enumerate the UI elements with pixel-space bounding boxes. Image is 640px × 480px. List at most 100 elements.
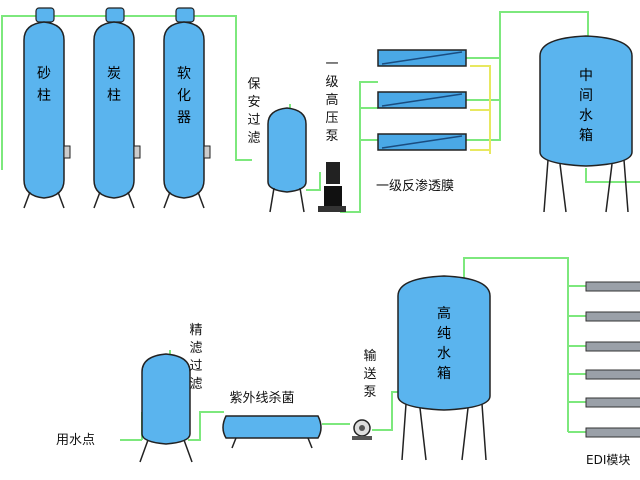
mid-tank-char-1: 中: [579, 68, 593, 84]
fine-filter-body: [141, 353, 191, 445]
ro-membrane-1: [377, 49, 467, 67]
sand-column-char-1: 砂: [37, 66, 51, 82]
edi-module-2: [585, 311, 640, 322]
uv-sterilizer-body: [222, 415, 322, 439]
softener-char-1: 软: [177, 66, 191, 82]
edi-module-1: [585, 281, 640, 292]
transfer-pump-char-3: 泵: [363, 385, 376, 400]
edi-modules: EDI模块: [585, 281, 640, 467]
pipe-top-header: [1, 15, 252, 170]
security-filter-label: 保 安 过 滤: [247, 77, 260, 146]
pure-tank-legs: [401, 403, 487, 461]
transfer-pump-base: [352, 436, 372, 440]
uv-sterilizer: 紫外线杀菌: [222, 391, 322, 449]
pure-tank-body: [397, 275, 491, 411]
sand-column-legs: [23, 191, 65, 209]
hp-pump: [318, 162, 346, 212]
use-point-label: 用水点: [56, 433, 95, 448]
carbon-column-char-2: 柱: [107, 88, 121, 104]
security-filter-legs: [269, 187, 305, 213]
pure-tank-char-4: 箱: [437, 366, 451, 382]
sand-column-label: 砂 柱: [37, 66, 51, 104]
edi-module-5: [585, 397, 640, 408]
carbon-column: 炭 柱: [93, 7, 141, 209]
fine-filter-label: 精 滤 过 滤: [189, 323, 202, 392]
mid-tank-label: 中 间 水 箱: [579, 68, 593, 144]
pipe-concentrate: [470, 65, 491, 154]
softener-label: 软 化 器: [177, 66, 191, 126]
pipe-pump-to-membranes: [340, 81, 378, 213]
hp-pump-char-5: 泵: [325, 129, 338, 144]
edi-module-6: [585, 427, 640, 438]
mid-tank-body: [539, 35, 633, 167]
fine-filter-char-3: 过: [189, 359, 202, 374]
pure-tank-char-3: 水: [437, 346, 451, 362]
transfer-pump: 输 送 泵: [352, 348, 377, 440]
security-filter-body: [267, 107, 307, 193]
softener: 软 化 器: [163, 7, 211, 209]
ro-membranes: 一级反渗透膜: [376, 49, 467, 194]
pipe-puretank-top: [463, 257, 569, 286]
hp-pump-char-2: 级: [325, 75, 338, 90]
sand-column-body: [23, 21, 65, 199]
fine-filter-char-2: 滤: [189, 341, 202, 356]
fine-filter-char-1: 精: [189, 323, 202, 338]
pipe-edi-manifold: [567, 285, 586, 433]
ro-membrane-3-stripe: [381, 135, 463, 149]
pure-tank: 高 纯 水 箱: [397, 275, 491, 461]
transfer-pump-char-2: 送: [363, 367, 376, 382]
sand-column-cap: [35, 7, 55, 23]
softener-char-3: 器: [177, 110, 191, 126]
mid-tank-char-3: 水: [579, 108, 593, 124]
uv-sterilizer-legs: [231, 437, 313, 449]
hp-pump-char-3: 高: [325, 92, 338, 108]
carbon-column-body: [93, 21, 135, 199]
sand-column: 砂 柱: [23, 7, 71, 209]
uv-sterilizer-label: 紫外线杀菌: [229, 391, 294, 406]
security-filter-char-4: 滤: [247, 131, 260, 146]
mid-tank-legs: [543, 159, 629, 213]
transfer-pump-char-1: 输: [363, 348, 376, 364]
edi-module-4: [585, 369, 640, 380]
edi-module-3: [585, 341, 640, 352]
ro-membrane-2: [377, 91, 467, 109]
softener-cap: [175, 7, 195, 23]
softener-char-2: 化: [177, 88, 191, 104]
softener-valve: [203, 145, 211, 159]
hp-pump-char-1: 一: [325, 57, 338, 72]
pipe-use-point: [120, 412, 143, 441]
pipe-membranes-to-midtank: [466, 11, 589, 141]
security-filter: [267, 107, 307, 213]
transfer-pump-hub: [359, 425, 365, 431]
mid-tank-char-2: 间: [579, 88, 593, 104]
hp-pump-body: [324, 186, 342, 208]
ro-membrane-label: 一级反渗透膜: [376, 179, 454, 194]
carbon-column-label: 炭 柱: [107, 66, 121, 104]
sand-column-valve: [63, 145, 71, 159]
pure-tank-label: 高 纯 水 箱: [437, 305, 451, 382]
ro-membrane-2-stripe: [381, 93, 463, 107]
mid-tank: 中 间 水 箱: [539, 35, 633, 213]
pure-tank-char-1: 高: [437, 305, 451, 322]
edi-module-label: EDI模块: [586, 453, 630, 467]
ro-membrane-1-stripe: [381, 51, 463, 65]
carbon-column-cap: [105, 7, 125, 23]
softener-legs: [163, 191, 205, 209]
pipe-midtank-outlet: [585, 168, 640, 183]
sand-column-char-2: 柱: [37, 88, 51, 104]
pure-tank-char-2: 纯: [437, 326, 451, 342]
hp-pump-motor: [326, 162, 340, 184]
hp-pump-label: 一 级 高 压 泵: [325, 57, 338, 144]
security-filter-char-3: 过: [247, 113, 260, 128]
hp-pump-base: [318, 206, 346, 212]
transfer-pump-label: 输 送 泵: [363, 348, 376, 400]
carbon-column-char-1: 炭: [107, 66, 121, 82]
softener-body: [163, 21, 205, 199]
fine-filter-legs: [139, 439, 193, 463]
fine-filter: [139, 353, 193, 463]
security-filter-char-2: 安: [247, 95, 260, 110]
ro-membrane-3: [377, 133, 467, 151]
carbon-column-valve: [133, 145, 141, 159]
fine-filter-char-4: 滤: [189, 377, 202, 392]
